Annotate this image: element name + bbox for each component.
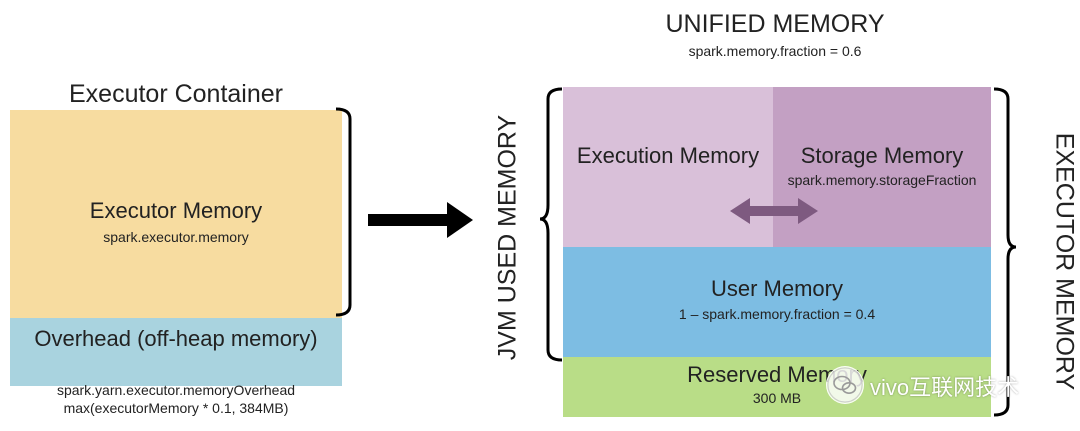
user-memory-label: User Memory [710,276,843,301]
watermark: vivo互联网技术 [826,364,1076,404]
execution-memory-block [563,87,773,247]
overhead-setting: spark.yarn.executor.memoryOverhead [56,382,296,398]
watermark-text: vivo互联网技术 [870,375,1020,400]
user-memory-formula: 1 – spark.memory.fraction = 0.4 [678,306,876,322]
storage-fraction-setting: spark.memory.storageFraction [787,172,977,188]
overhead-formula: max(executorMemory * 0.1, 384MB) [63,400,289,416]
executor-memory-setting: spark.executor.memory [103,229,249,245]
overhead-label: Overhead (off-heap memory) [34,326,318,351]
right-arrow-icon [368,202,473,238]
double-arrow-icon [730,198,818,224]
execution-memory-label: Execution Memory [576,143,760,168]
overhead-block [10,318,342,386]
unified-memory-title: UNIFIED MEMORY [665,10,885,38]
user-memory-block [563,247,991,357]
jvm-used-memory-label: JVM USED MEMORY [493,114,522,361]
jvm-used-memory-bracket [539,87,563,362]
executor-container-title: Executor Container [68,80,283,108]
executor-memory-block [10,110,342,318]
storage-memory-label: Storage Memory [800,143,964,168]
executor-memory-label: Executor Memory [89,198,263,223]
executor-memory-vertical-label: EXECUTOR MEMORY [1050,132,1079,391]
reserved-memory-size: 300 MB [752,390,802,406]
executor-memory-total-bracket [993,87,1017,417]
executor-memory-bracket [335,107,352,317]
unified-memory-setting: spark.memory.fraction = 0.6 [688,43,862,59]
wechat-icon [826,366,864,404]
reserved-memory-block [563,357,991,417]
storage-memory-block [773,87,991,247]
